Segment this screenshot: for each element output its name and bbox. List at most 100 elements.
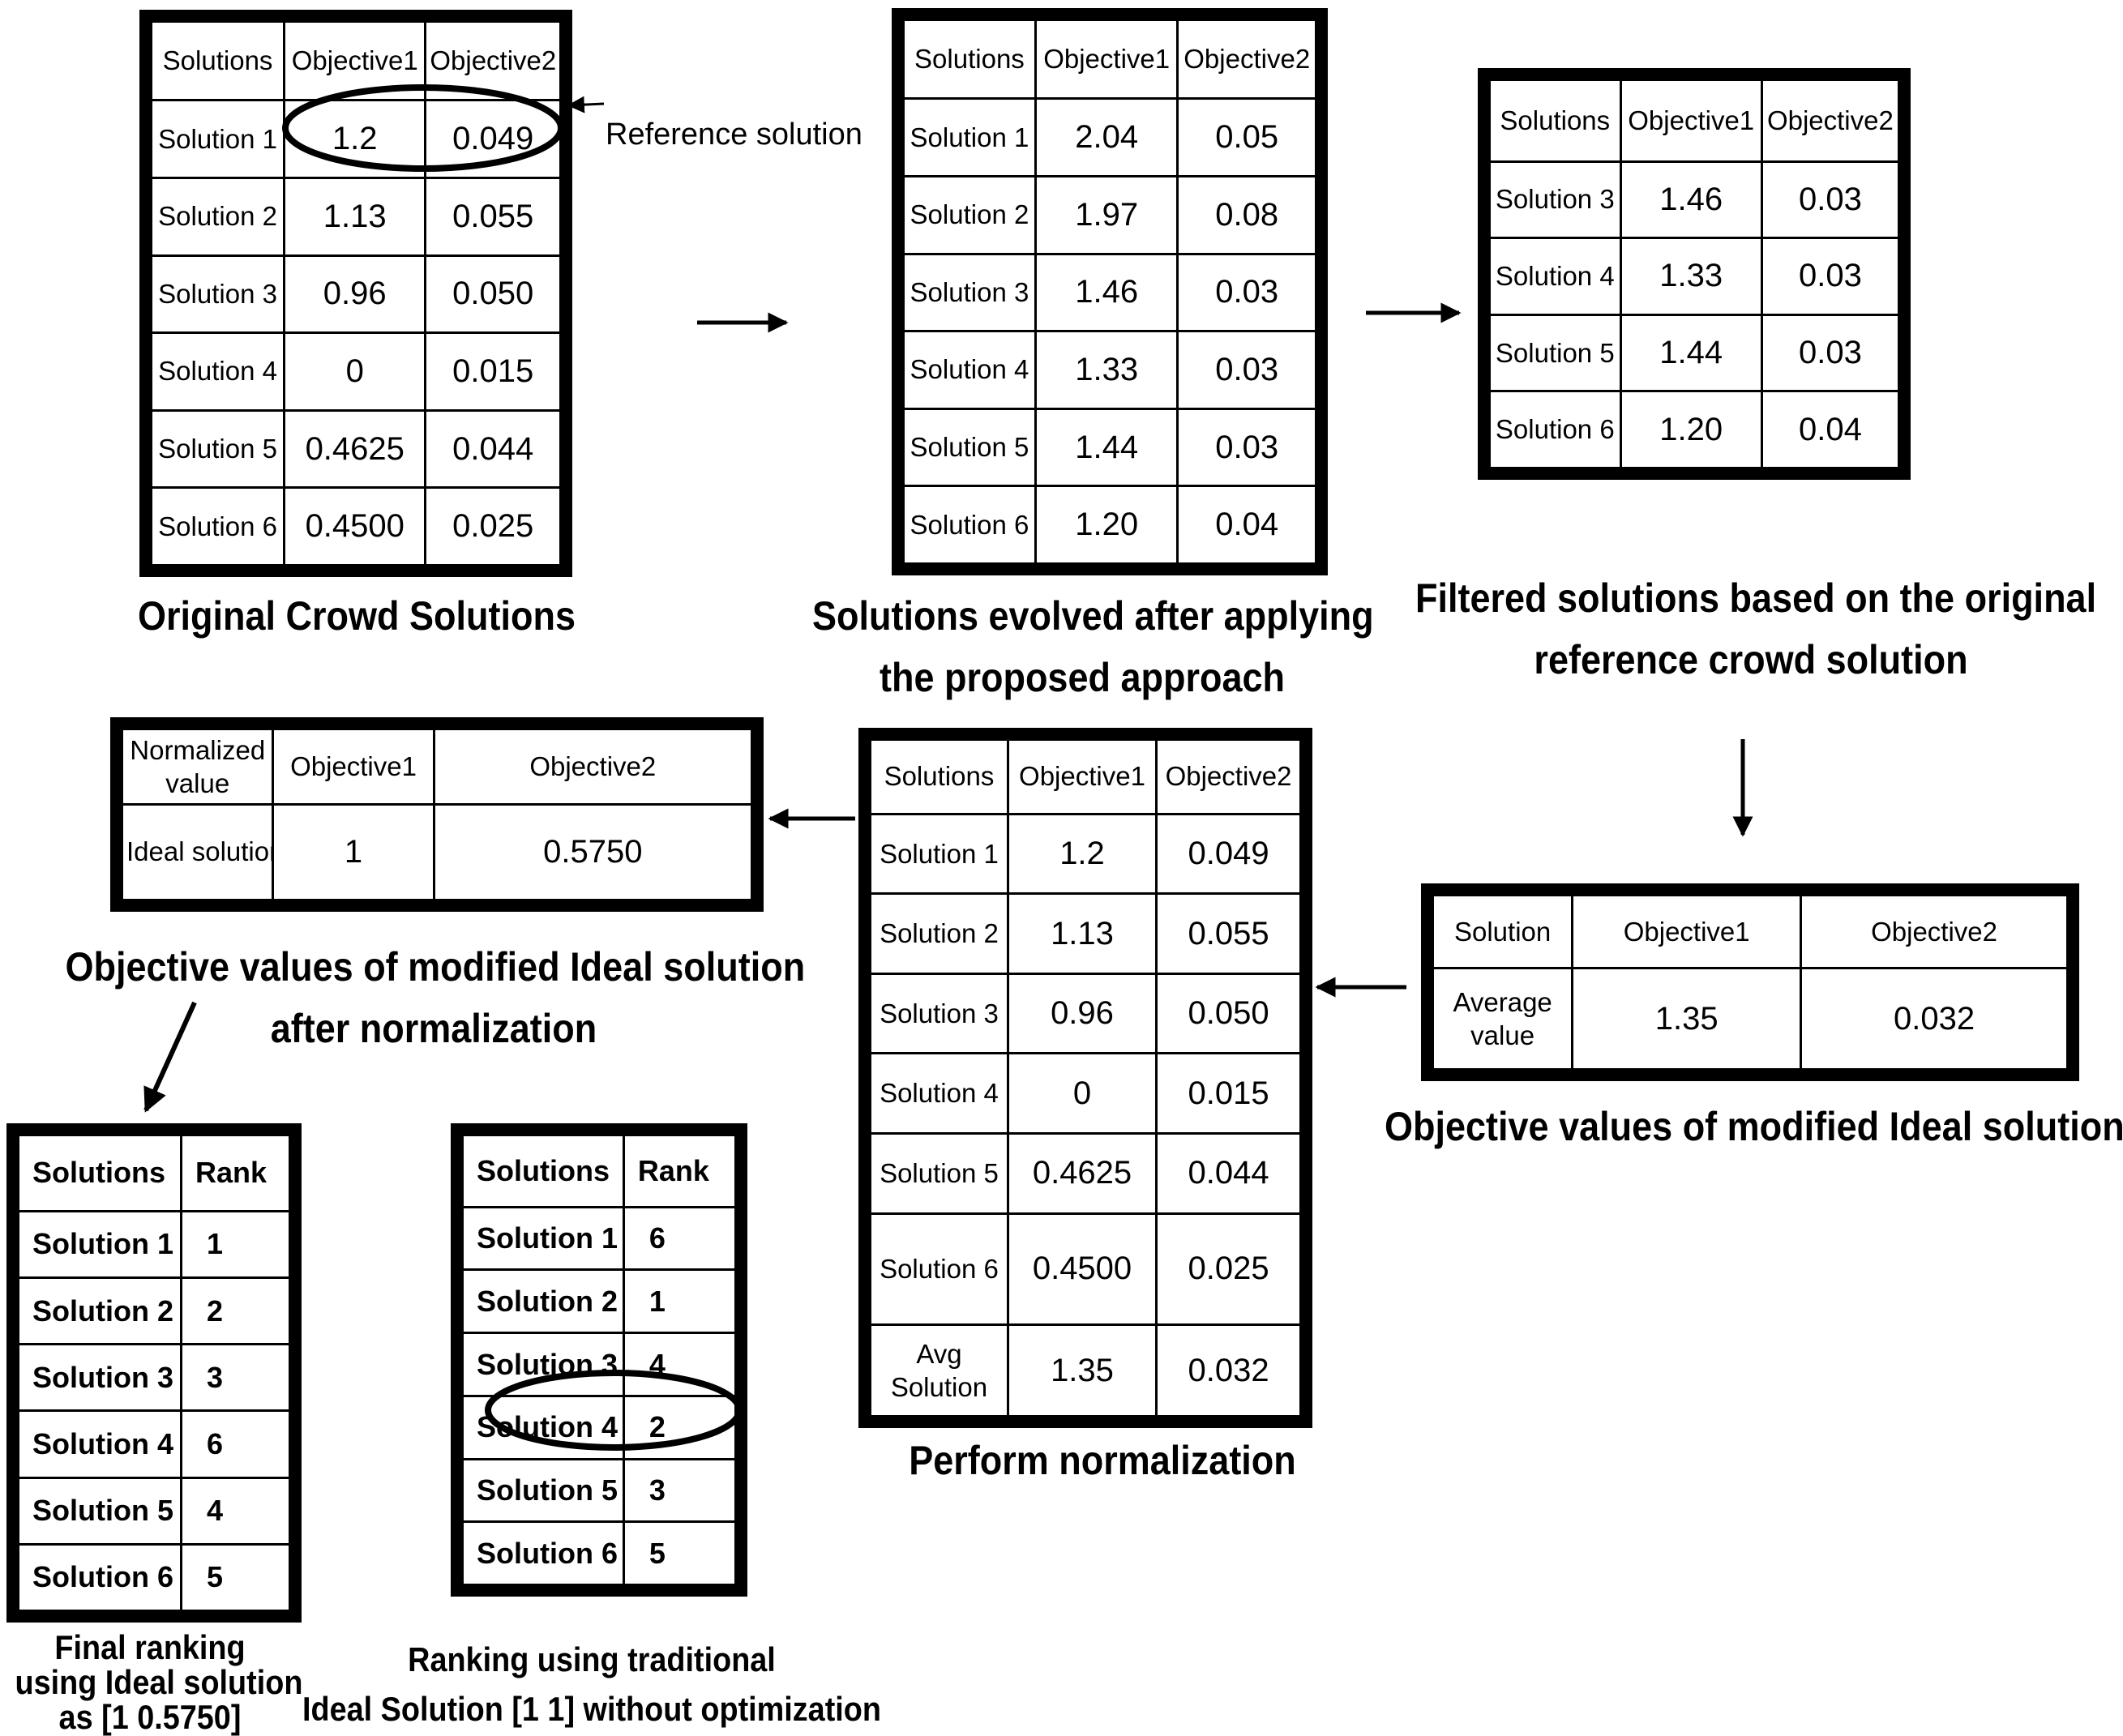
cell-objective2: 0.032 [1155,1323,1302,1417]
cell-objective1: 1.2 [1006,812,1158,896]
cell-objective1: 1.13 [283,176,427,257]
row-label: Solution 4 [17,1409,182,1479]
header-solution: Solution [1431,893,1574,970]
row-label: Ideal solution [120,802,275,902]
cell-rank: 4 [180,1476,291,1546]
header-rank: Rank [180,1134,291,1212]
row-label: Solution 5 [461,1457,625,1524]
header-objective1: Objective1 [1034,18,1179,100]
row-label: Solution 1 [149,99,286,179]
cell-rank: 2 [180,1276,291,1346]
cell-objective1: 1.35 [1571,967,1803,1071]
header-solutions: Solutions [869,738,1009,815]
cell-rank: 3 [622,1457,738,1524]
cell-objective1: 0.96 [1006,972,1158,1055]
cell-objective1: 1 [272,802,435,902]
cell-objective2: 0.055 [424,176,562,257]
row-label: Solution 3 [149,254,286,335]
cell-objective2: 0.03 [1760,237,1901,316]
filtered-solutions-caption: Filtered solutions based on the original… [1415,567,2097,691]
cell-objective1: 1.44 [1034,407,1179,488]
row-label: Solution 3 [461,1332,625,1397]
cell-objective1: 0.4625 [1006,1131,1158,1215]
cell-rank: 1 [180,1209,291,1280]
cell-objective2: 0.049 [1155,812,1302,896]
caption-line: using Ideal solution [15,1662,303,1701]
header-objective2: Objective2 [1176,18,1317,100]
cell-objective2: 0.03 [1176,252,1317,333]
cell-objective1: 1.33 [1619,237,1763,316]
normalization-table: Solutions Objective1 Objective2 Solution… [858,728,1312,1428]
solution-4-highlight [485,1370,743,1451]
original-crowd-table: Solutions Objective1 Objective2 Solution… [139,10,572,577]
cell-objective2: 0.03 [1760,313,1901,393]
normalized-ideal-caption: Objective values of modified Ideal solut… [65,936,806,1059]
caption-line: Perform normalization [909,1438,1296,1483]
header-rank: Rank [622,1134,738,1208]
reference-solution-highlight [282,84,564,172]
row-label: Solution 2 [17,1276,182,1346]
average-ideal-table: Solution Objective1 Objective2 Average v… [1421,883,2079,1081]
cell-rank: 3 [180,1343,291,1413]
row-label: Solution 4 [149,331,286,412]
caption-line: the proposed approach [879,655,1286,700]
cell-objective1: 0 [1006,1052,1158,1135]
cell-rank: 1 [622,1268,738,1335]
cell-objective2: 0.044 [1155,1131,1302,1215]
flow-arrow-to-final-ranking [143,1001,197,1113]
header-objective1: Objective1 [1571,893,1803,970]
caption-line: Objective values of modified Ideal solut… [65,944,806,990]
cell-objective1: 1.33 [1034,330,1179,410]
cell-rank: 6 [622,1205,738,1272]
cell-objective1: 1.97 [1034,174,1179,255]
average-ideal-caption: Objective values of modified Ideal solut… [1385,1096,2123,1157]
evolved-solutions-caption: Solutions evolved after applying the pro… [812,585,1374,708]
row-label: Solution 6 [461,1520,625,1586]
cell-objective1: 0.4500 [283,486,427,567]
evolved-solutions-table: Solutions Objective1 Objective2 Solution… [892,8,1328,575]
caption-line: as [1 0.5750] [58,1697,242,1736]
row-label: Solution 3 [17,1343,182,1413]
caption-line: Objective values of modified Ideal solut… [1385,1104,2123,1149]
cell-objective2: 0.025 [1155,1212,1302,1327]
cell-objective2: 0.03 [1760,160,1901,240]
header-solutions: Solutions [461,1134,625,1208]
cell-objective2: 0.025 [424,486,562,567]
row-label: Solution 2 [149,176,286,257]
caption-line: reference crowd solution [1534,637,1968,682]
cell-objective1: 1.44 [1619,313,1763,393]
cell-objective1: 1.46 [1619,160,1763,240]
row-label: Solution 6 [902,485,1037,565]
row-label: Solution 5 [869,1131,1009,1215]
cell-rank: 5 [622,1520,738,1586]
row-label: Solution 6 [17,1542,182,1613]
cell-objective2: 0.032 [1800,967,2069,1071]
row-label: Solution 2 [461,1268,625,1335]
cell-objective1: 0 [283,331,427,412]
cell-objective2: 0.050 [1155,972,1302,1055]
row-label: Solution 6 [149,486,286,567]
cell-objective1: 1.46 [1034,252,1179,333]
final-ranking-caption: Final ranking using Ideal solution as [1… [15,1628,303,1736]
cell-objective2: 0.044 [424,408,562,490]
reference-solution-note: Reference solution [606,118,862,152]
header-normalized-value: Normalized value [120,728,275,806]
caption-line: Filtered solutions based on the original [1415,575,2097,621]
cell-objective2: 0.08 [1176,174,1317,255]
caption-line: Ranking using traditional [408,1640,776,1678]
row-label: Solution 5 [902,407,1037,488]
row-label: Solution 5 [149,408,286,490]
original-crowd-caption: Original Crowd Solutions [123,585,590,647]
cell-objective1: 2.04 [1034,97,1179,177]
normalized-ideal-table: Normalized value Objective1 Objective2 I… [110,717,764,912]
caption-line: Final ranking [54,1628,246,1666]
traditional-ranking-table: Solutions Rank Solution 1 6 Solution 2 1… [451,1123,747,1597]
cell-objective1: 1.35 [1006,1323,1158,1417]
row-label: Solution 2 [902,174,1037,255]
row-label: Solution 6 [869,1212,1009,1327]
header-objective1: Objective1 [272,728,435,806]
cell-objective2: 0.03 [1176,407,1317,488]
filtered-solutions-table: Solutions Objective1 Objective2 Solution… [1478,68,1911,480]
row-label: Solution 3 [869,972,1009,1055]
